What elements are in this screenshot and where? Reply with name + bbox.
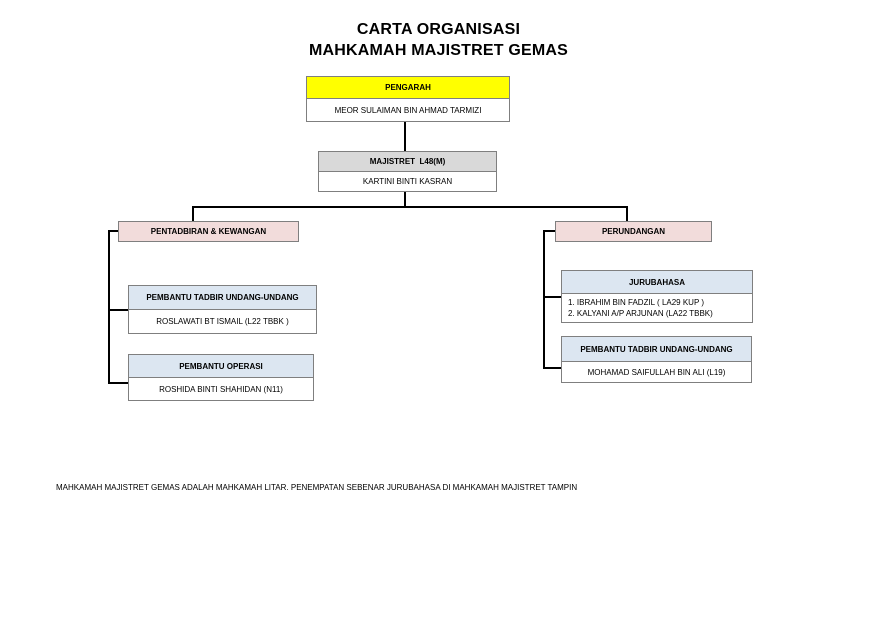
footnote: MAHKAMAH MAJISTRET GEMAS ADALAH MAHKAMAH… xyxy=(56,483,578,492)
connector-left-unit2 xyxy=(108,382,129,384)
left-unit2-name: ROSHIDA BINTI SHAHIDAN (N11) xyxy=(159,384,283,394)
head-title: PENGARAH xyxy=(385,83,431,92)
majistret-title-box: MAJISTRET L48(M) xyxy=(318,151,497,172)
right-unit1-title: JURUBAHASA xyxy=(628,277,685,287)
connector-right-unit1 xyxy=(543,296,561,298)
connector-left-bracket-top xyxy=(108,230,119,232)
left-unit2-title: PEMBANTU OPERASI xyxy=(179,361,263,371)
head-title-box: PENGARAH xyxy=(306,76,510,99)
left-unit2-title-box: PEMBANTU OPERASI xyxy=(128,354,314,378)
majistret-title: MAJISTRET L48(M) xyxy=(369,157,446,166)
left-unit1-title: PEMBANTU TADBIR UNDANG-UNDANG xyxy=(146,293,299,302)
majistret-name-box: KARTINI BINTI KASRAN xyxy=(318,171,497,192)
left-unit1-name: ROSLAWATI BT ISMAIL (L22 TBBK ) xyxy=(156,317,289,326)
connector-right-vertical xyxy=(543,230,545,369)
chart-title-line2: MAHKAMAH MAJISTRET GEMAS xyxy=(308,42,569,59)
right-division-box: PERUNDANGAN xyxy=(555,221,712,242)
connector-horizontal-bar xyxy=(192,206,628,208)
connector-majistret-down xyxy=(404,191,406,207)
right-unit2-name-box: MOHAMAD SAIFULLAH BIN ALI (L19) xyxy=(561,361,752,383)
left-unit1-title-box: PEMBANTU TADBIR UNDANG-UNDANG xyxy=(128,285,317,310)
head-name-box: MEOR SULAIMAN BIN AHMAD TARMIZI xyxy=(306,98,510,122)
right-unit1-name-2: 2. KALYANI A/P ARJUNAN (LA22 TBBK) xyxy=(568,309,713,318)
connector-right-unit2 xyxy=(543,367,561,369)
connector-to-right-division xyxy=(626,206,628,221)
left-unit1-name-box: ROSLAWATI BT ISMAIL (L22 TBBK ) xyxy=(128,309,317,334)
right-unit2-name: MOHAMAD SAIFULLAH BIN ALI (L19) xyxy=(587,367,726,377)
right-unit1-names-box: 1. IBRAHIM BIN FADZIL ( LA29 KUP ) 2. KA… xyxy=(561,293,753,323)
connector-head-to-majistret xyxy=(404,121,406,151)
connector-left-vertical xyxy=(108,230,110,384)
right-unit2-title: PEMBANTU TADBIR UNDANG-UNDANG xyxy=(580,344,733,354)
left-division-title: PENTADBIRAN & KEWANGAN xyxy=(150,227,267,236)
right-division-title: PERUNDANGAN xyxy=(601,227,666,236)
connector-to-left-division xyxy=(192,206,194,221)
right-unit2-title-box: PEMBANTU TADBIR UNDANG-UNDANG xyxy=(561,336,752,362)
left-unit2-name-box: ROSHIDA BINTI SHAHIDAN (N11) xyxy=(128,377,314,401)
left-division-box: PENTADBIRAN & KEWANGAN xyxy=(118,221,299,242)
connector-left-unit1 xyxy=(108,309,129,311)
majistret-name: KARTINI BINTI KASRAN xyxy=(362,177,453,186)
right-unit1-title-box: JURUBAHASA xyxy=(561,270,753,294)
head-name: MEOR SULAIMAN BIN AHMAD TARMIZI xyxy=(334,105,482,115)
right-unit1-name-1: 1. IBRAHIM BIN FADZIL ( LA29 KUP ) xyxy=(568,298,705,307)
connector-right-bracket-top xyxy=(543,230,556,232)
chart-title-line1: CARTA ORGANISASI xyxy=(356,21,521,38)
